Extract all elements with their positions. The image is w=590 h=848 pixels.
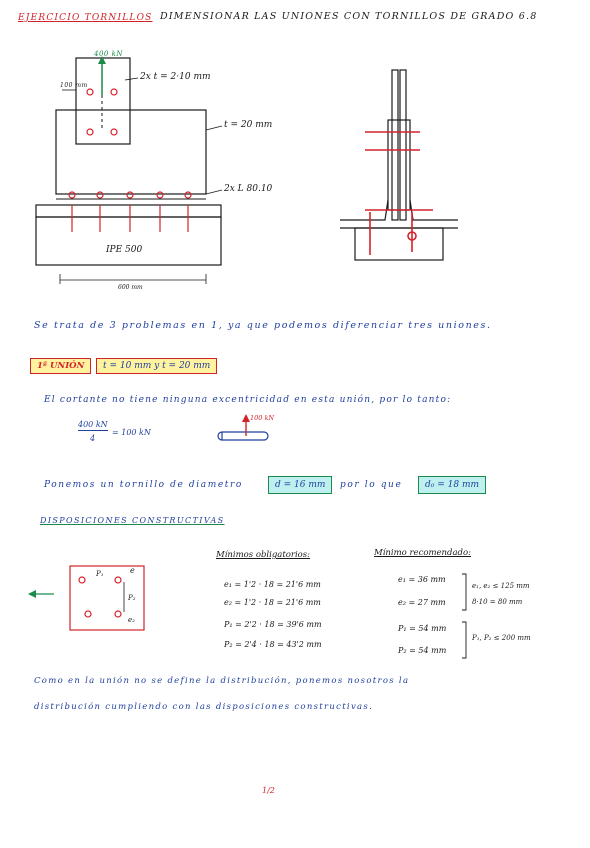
diagram-e: e bbox=[130, 566, 135, 575]
d-box: d = 16 mm bbox=[268, 476, 333, 494]
min-row-e1: e₁ = 1'2 · 18 = 21'6 mm bbox=[224, 580, 321, 589]
diagram-p1: P₁ bbox=[96, 570, 104, 578]
min-title: Mínimos obligatorios: bbox=[216, 550, 311, 560]
diameter-text: Ponemos un tornillo de diametro bbox=[44, 480, 243, 490]
width-label: 600 mm bbox=[118, 284, 143, 291]
offset-label: 100 mm bbox=[60, 82, 88, 89]
intro-text: Se trata de 3 problemas en 1, ya que pod… bbox=[34, 320, 492, 331]
gusset-plate bbox=[55, 109, 207, 195]
rec-note-p: P₁, P₂ ≤ 200 mm bbox=[472, 634, 531, 642]
section-plate bbox=[399, 69, 407, 221]
ipe-beam bbox=[35, 216, 222, 266]
angle-label: 2x L 80.10 bbox=[224, 184, 273, 194]
shear-numerator: 400 kN bbox=[78, 420, 108, 431]
closing-line-1: Como en la unión no se define la distrib… bbox=[34, 676, 410, 686]
thickness-box: t = 10 mm y t = 20 mm bbox=[96, 358, 218, 374]
closing-line-2: distribución cumpliendo con las disposic… bbox=[34, 702, 374, 712]
bolt-hole bbox=[110, 88, 118, 96]
load-label: 400 kN bbox=[94, 50, 123, 58]
d0-box: d₀ = 18 mm bbox=[418, 476, 487, 494]
shear-denominator: 4 bbox=[90, 434, 96, 443]
diagram-p2: P₂ bbox=[128, 594, 136, 602]
page-number: 1/2 bbox=[262, 786, 275, 795]
exercise-statement: DIMENSIONAR LAS UNIONES CON TORNILLOS DE… bbox=[160, 11, 538, 22]
dispositions-title: DISPOSICIONES CONSTRUCTIVAS bbox=[40, 516, 225, 525]
bolt-hole bbox=[156, 191, 164, 199]
bolt-hole bbox=[96, 191, 104, 199]
min-row-p2: P₂ = 2'4 · 18 = 43'2 mm bbox=[224, 640, 322, 649]
min-row-p1: P₁ = 2'2 · 18 = 39'6 mm bbox=[224, 620, 322, 629]
rec-row-p2: P₂ = 54 mm bbox=[398, 646, 447, 655]
bolt-hole bbox=[86, 88, 94, 96]
rec-row-e1: e₁ = 36 mm bbox=[398, 575, 446, 584]
rec-note-eight: 8·10 = 80 mm bbox=[472, 598, 523, 606]
plate-label: 2x t = 2·10 mm bbox=[140, 72, 211, 82]
section-plate bbox=[391, 69, 399, 221]
union-tag: 1ª UNIÓN bbox=[30, 358, 92, 374]
bolt-hole bbox=[86, 128, 94, 136]
rec-row-e2: e₂ = 27 mm bbox=[398, 598, 446, 607]
bolt-hole bbox=[68, 191, 76, 199]
min-row-e2: e₂ = 1'2 · 18 = 21'6 mm bbox=[224, 598, 321, 607]
shear-result: = 100 kN bbox=[112, 428, 151, 437]
bolt-hole bbox=[110, 128, 118, 136]
connection-sketch bbox=[35, 56, 458, 284]
rec-title: Mínimo recomendado: bbox=[374, 548, 471, 558]
diagram-e2: e₂ bbox=[128, 616, 135, 624]
bolt-load-label: 100 kN bbox=[250, 414, 275, 422]
bolt-hole bbox=[126, 191, 134, 199]
shear-text: El cortante no tiene ninguna excentricid… bbox=[44, 395, 452, 405]
diameter-mid: por lo que bbox=[340, 480, 403, 490]
beam-label: IPE 500 bbox=[106, 245, 143, 255]
section-beam bbox=[354, 227, 444, 261]
rec-row-p1: P₁ = 54 mm bbox=[398, 624, 447, 633]
gusset-label: t = 20 mm bbox=[224, 120, 273, 130]
bolt-hole bbox=[184, 191, 192, 199]
exercise-title: EJERCICIO TORNILLOS bbox=[18, 13, 153, 23]
rec-note-e: e₁, e₂ ≤ 125 mm bbox=[472, 582, 530, 590]
